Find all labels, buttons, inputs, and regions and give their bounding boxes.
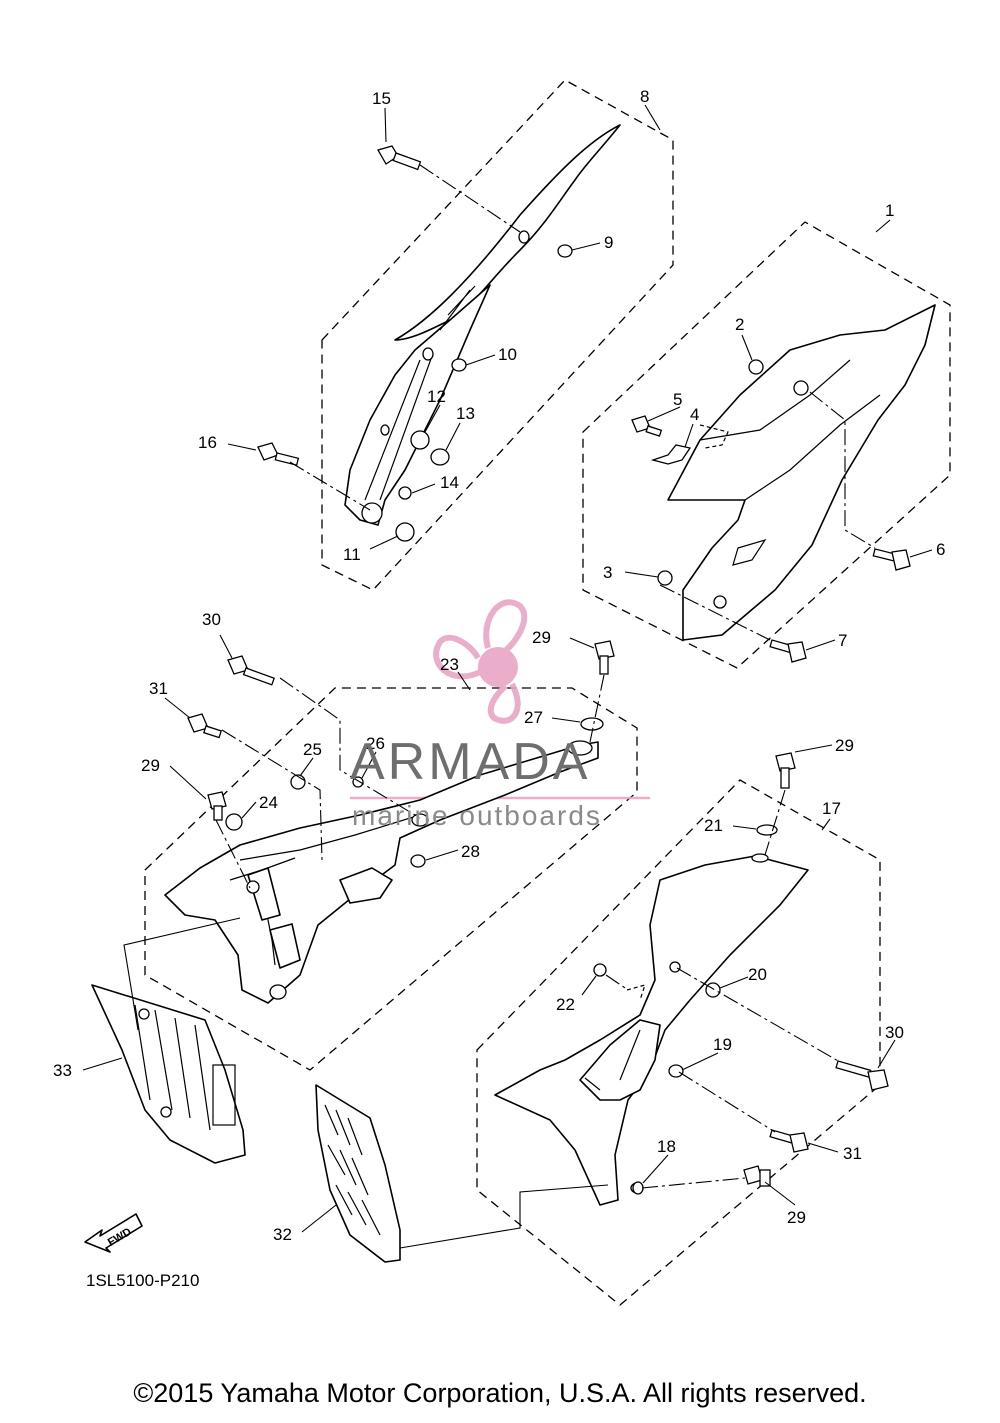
callout-27: 27 [524,708,543,727]
part-33-louver [91,984,246,1164]
watermark-hub [478,647,518,687]
callout-17: 17 [822,799,841,818]
callout-6: 6 [936,540,945,559]
callout-24: 24 [259,793,278,812]
bolt-29-top [594,640,615,675]
watermark-blade-right [487,682,521,724]
washer-10 [451,358,467,372]
callout-31-upper: 31 [149,679,168,698]
callout-15: 15 [372,89,391,108]
group-outline-17 [476,779,881,1306]
part-32-louver [315,1084,401,1263]
callout-2: 2 [735,315,744,334]
callout-16: 16 [198,433,217,452]
hardware [187,145,911,1195]
bolt-29-left [207,791,227,821]
callout-9: 9 [604,233,613,252]
callout-8: 8 [640,87,649,106]
callout-3: 3 [603,563,612,582]
callout-12: 12 [427,387,446,406]
bolt-30-lower [835,1060,889,1091]
washer-19 [668,1064,684,1078]
collar-20 [705,982,721,998]
washer-11 [395,522,415,542]
watermark-logo [350,599,650,800]
callout-leaders [82,104,933,1233]
callout-4: 4 [690,405,699,424]
callout-11: 11 [343,545,361,564]
nut-22 [593,963,607,977]
callout-10: 10 [498,345,517,364]
callout-22: 22 [556,995,575,1014]
centre-lines [215,164,876,1189]
copyright-notice: ©2015 Yamaha Motor Corporation, U.S.A. A… [133,1378,867,1408]
callout-28: 28 [461,842,480,861]
callout-30-lower: 30 [885,1023,904,1042]
part-1-shroud [667,304,936,641]
part-8-side-cover [344,124,621,526]
callout-20: 20 [748,965,767,984]
bolt-29-right [775,752,796,789]
watermark-name: ARMADA [350,733,591,791]
bolt-16 [257,442,300,466]
callout-33: 33 [53,1061,72,1080]
watermark-blade-left [433,634,482,680]
bolt-31-upper [187,713,223,739]
collar-24 [225,813,243,831]
callout-29-lower: 29 [787,1208,806,1227]
callout-19: 19 [713,1035,732,1054]
callout-23: 23 [440,655,459,674]
callout-1: 1 [885,201,894,220]
collar-21 [756,824,778,836]
washer-9 [557,244,573,258]
group-outline-23 [144,687,638,1071]
group-outline-1 [582,221,951,669]
washer-3 [657,570,673,586]
callout-5: 5 [673,390,682,409]
washer-14 [398,486,412,500]
callout-26: 26 [366,734,385,753]
callout-13: 13 [456,404,475,423]
group-outlines [144,79,951,1306]
collar-28 [410,854,426,868]
nut-2 [748,359,764,375]
group-outline-8 [321,79,674,591]
bolt-29-lower [743,1165,771,1187]
collar-12 [410,430,430,450]
watermark-blade-top [483,599,528,653]
callout-30-upper: 30 [202,610,221,629]
grommet-13 [430,448,450,466]
callout-29-top: 29 [532,628,551,647]
part-23-bracket [164,740,599,1004]
collar-27 [580,717,604,731]
callout-29-right: 29 [835,736,854,755]
callout-7: 7 [838,631,847,650]
diagram-code: 1SL5100-P210 [86,1271,200,1290]
callout-18: 18 [657,1137,676,1156]
callout-29-left: 29 [141,756,160,775]
bolt-31-lower [769,1129,809,1153]
bolt-15 [377,145,422,171]
bolt-5 [631,415,663,437]
callout-14: 14 [440,473,459,492]
part-17-lower-cover [494,853,809,1206]
callout-32: 32 [273,1225,292,1244]
bolt-7 [769,639,807,663]
callout-21: 21 [704,816,723,835]
fwd-arrow-icon: FWD [84,1213,143,1253]
bolt-6 [872,548,911,571]
watermark-tagline: marine outboards [352,800,602,831]
clip-4 [650,444,692,465]
louver-connectors [123,917,609,1249]
callout-31-lower: 31 [843,1144,862,1163]
grommet-18 [632,1181,644,1195]
callout-25: 25 [303,740,322,759]
callout-numbers: 1 2 3 4 5 6 7 8 9 10 11 12 13 14 15 16 1… [53,87,945,1244]
bolt-30-upper [227,655,276,686]
